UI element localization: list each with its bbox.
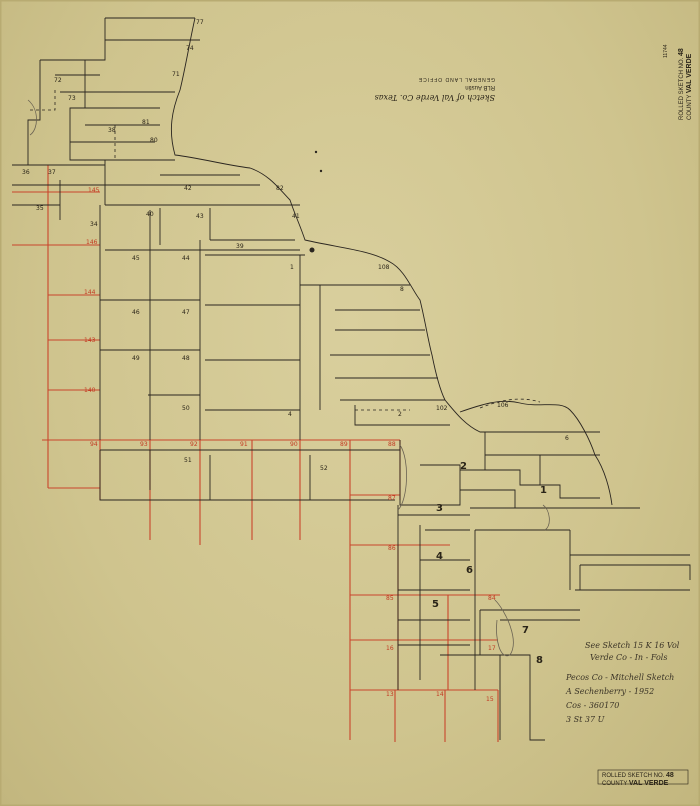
section-label: 47 bbox=[182, 309, 190, 316]
section-label: 37 bbox=[48, 169, 56, 176]
section-label: 45 bbox=[132, 255, 140, 262]
red-label: 86 bbox=[388, 545, 396, 552]
red-label: 91 bbox=[240, 441, 248, 448]
corner-mark: 11744 bbox=[663, 44, 669, 58]
bottom-stamp-county: COUNTY VAL VERDE bbox=[602, 780, 668, 787]
parcel-lines bbox=[12, 17, 691, 741]
section-label: 40 bbox=[146, 211, 154, 218]
red-label: 146 bbox=[86, 239, 98, 246]
red-label: 140 bbox=[84, 387, 96, 394]
section-label: 35 bbox=[36, 205, 44, 212]
section-label: 73 bbox=[68, 95, 76, 102]
red-label: 14 bbox=[436, 691, 444, 698]
section-label: 43 bbox=[196, 213, 204, 220]
section-label: 74 bbox=[186, 45, 194, 52]
note-line-2: Verde Co - In - Fols bbox=[590, 653, 668, 662]
red-label: 17 bbox=[488, 645, 496, 652]
section-label: 8 bbox=[400, 286, 404, 293]
red-label: 92 bbox=[190, 441, 198, 448]
section-label: 77 bbox=[196, 19, 204, 26]
stamp-sketch-label: ROLLED SKETCH NO. bbox=[602, 773, 665, 779]
map-features bbox=[309, 150, 323, 253]
red-label: 88 bbox=[388, 441, 396, 448]
section-label: 52 bbox=[320, 465, 328, 472]
side-stamp-county-label: COUNTY bbox=[687, 94, 693, 120]
red-label: 87 bbox=[388, 495, 396, 502]
stamp-county-value: VAL VERDE bbox=[628, 780, 669, 787]
section-label: 6 bbox=[565, 435, 569, 442]
block-number: 3 bbox=[436, 503, 443, 514]
block-number: 6 bbox=[466, 565, 473, 576]
side-stamp-county: COUNTY VAL VERDE bbox=[686, 54, 693, 120]
note-line-3: Pecos Co - Mitchell Sketch bbox=[566, 673, 675, 682]
title-line-3: GENERAL LAND OFFICE bbox=[417, 76, 495, 82]
section-label: 108 bbox=[378, 264, 390, 271]
note-line-6: 3 St 37 U bbox=[566, 715, 605, 724]
block-number: 2 bbox=[460, 461, 467, 472]
red-label: 84 bbox=[488, 595, 496, 602]
section-label: 1 bbox=[290, 264, 294, 271]
stamp-county-label: COUNTY bbox=[602, 781, 628, 787]
section-label: 41 bbox=[292, 213, 300, 220]
red-label: 90 bbox=[290, 441, 298, 448]
note-line-1: See Sketch 15 K 16 Vol bbox=[585, 641, 680, 650]
red-label: 89 bbox=[340, 441, 348, 448]
red-label: 13 bbox=[386, 691, 394, 698]
block-number: 5 bbox=[432, 599, 439, 610]
section-label: 106 bbox=[497, 402, 509, 409]
section-label: 50 bbox=[182, 405, 190, 412]
red-survey-grid bbox=[12, 165, 500, 742]
bottom-stamp: ROLLED SKETCH NO. 48 bbox=[602, 772, 674, 779]
section-label: 46 bbox=[132, 309, 140, 316]
section-label: 38 bbox=[108, 127, 116, 134]
red-label: 145 bbox=[88, 187, 100, 194]
section-label: 44 bbox=[182, 255, 190, 262]
title-line-1: Sketch of Val Verde Co. Texas bbox=[374, 93, 495, 102]
title-line-2: RLB Austin bbox=[465, 84, 495, 90]
side-stamp: ROLLED SKETCH NO. 48 bbox=[678, 48, 685, 120]
section-label: 81 bbox=[142, 119, 150, 126]
block-number: 8 bbox=[536, 655, 543, 666]
note-line-4: A Sechenberry - 1952 bbox=[566, 687, 655, 696]
dashed-boundaries bbox=[30, 90, 541, 411]
red-label: 16 bbox=[386, 645, 394, 652]
note-line-5: Cos - 360170 bbox=[566, 701, 620, 710]
section-label: 49 bbox=[132, 355, 140, 362]
red-label: 85 bbox=[386, 595, 394, 602]
section-label: 102 bbox=[436, 405, 448, 412]
title-block: Sketch of Val Verde Co. Texas RLB Austin… bbox=[345, 76, 495, 102]
block-number: 7 bbox=[522, 625, 529, 636]
section-label: 36 bbox=[22, 169, 30, 176]
red-label: 94 bbox=[90, 441, 98, 448]
stamp-sketch-value: 48 bbox=[666, 772, 674, 779]
section-label: 34 bbox=[90, 221, 98, 228]
red-label: 93 bbox=[140, 441, 148, 448]
block-number: 1 bbox=[540, 485, 547, 496]
side-stamp-sketch-label: ROLLED SKETCH NO. bbox=[679, 57, 685, 120]
red-label: 143 bbox=[84, 337, 96, 344]
side-stamp-county-value: VAL VERDE bbox=[686, 53, 693, 94]
section-label: 72 bbox=[54, 77, 62, 84]
section-label: 4 bbox=[288, 411, 292, 418]
section-label: 51 bbox=[184, 457, 192, 464]
pencil-loops bbox=[27, 99, 550, 657]
section-label: 42 bbox=[184, 185, 192, 192]
section-label: 71 bbox=[172, 71, 180, 78]
section-label: 80 bbox=[150, 137, 158, 144]
red-label: 15 bbox=[486, 696, 494, 703]
block-number: 4 bbox=[436, 551, 443, 562]
section-label: 82 bbox=[276, 185, 284, 192]
section-label: 2 bbox=[398, 411, 402, 418]
red-label: 144 bbox=[84, 289, 96, 296]
section-label: 48 bbox=[182, 355, 190, 362]
side-stamp-sketch-value: 48 bbox=[678, 48, 685, 56]
section-label: 39 bbox=[236, 243, 244, 250]
